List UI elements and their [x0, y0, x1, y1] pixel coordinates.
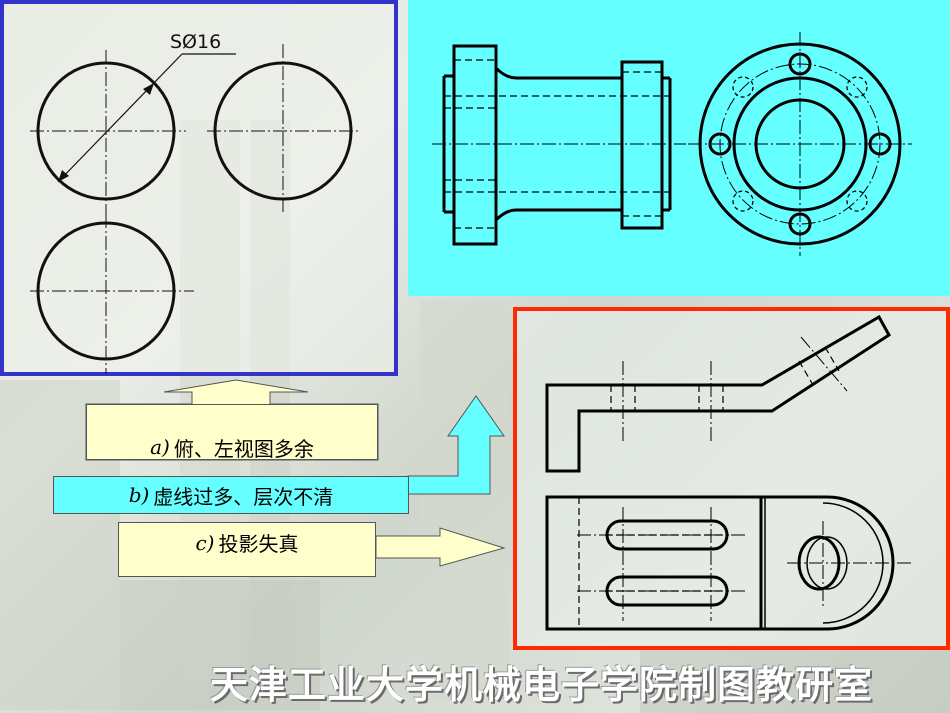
bracket-drawing — [545, 314, 911, 631]
label-b-too-many-hidden-lines: b) 虚线过多、层次不清 — [53, 476, 409, 514]
bolt-hole-hidden — [732, 76, 754, 98]
center-line — [800, 336, 848, 392]
plate-top-view-outline — [545, 495, 895, 631]
label-a-redundant-views: a) 俯、左视图多余 — [86, 404, 378, 461]
left-flange — [452, 44, 498, 246]
label-a-letter: a) — [150, 435, 170, 459]
sphere-views-drawing: SØ16 — [30, 31, 361, 374]
bolt-hole-hidden — [846, 76, 868, 98]
dimension-label: SØ16 — [170, 31, 221, 53]
bolt-hole-hidden — [846, 190, 868, 212]
label-b-letter: b) — [128, 483, 150, 507]
bent-plate-outline — [545, 314, 891, 473]
diameter-dimension-line — [57, 53, 183, 183]
arrow-to-panel-c — [375, 527, 506, 567]
label-c-projection-distortion: c) 投影失真 — [118, 522, 376, 577]
panel-a-sphere-views: SØ16 — [0, 0, 398, 376]
panel-c-bracket-views — [513, 307, 950, 650]
right-flange — [620, 60, 664, 230]
bolt-hole-hidden — [732, 190, 754, 212]
panel-b-flange-part-views — [408, 0, 950, 296]
dimension-arrow — [143, 83, 154, 95]
hidden-lines — [610, 346, 840, 411]
hole-ellipse-back — [806, 536, 848, 590]
label-c-letter: c) — [195, 530, 215, 555]
footer-institution-title: 天津工业大学机械电子学院制图教研室 — [210, 663, 874, 707]
hidden-lines — [444, 59, 670, 229]
flange-part-drawing — [432, 32, 912, 256]
label-c-text: 投影失真 — [218, 532, 299, 556]
dimension-arrow — [58, 170, 69, 182]
arrow-to-panel-b — [407, 395, 505, 495]
label-a-text: 俯、左视图多余 — [173, 436, 314, 461]
label-b-text: 虚线过多、层次不清 — [153, 484, 334, 509]
